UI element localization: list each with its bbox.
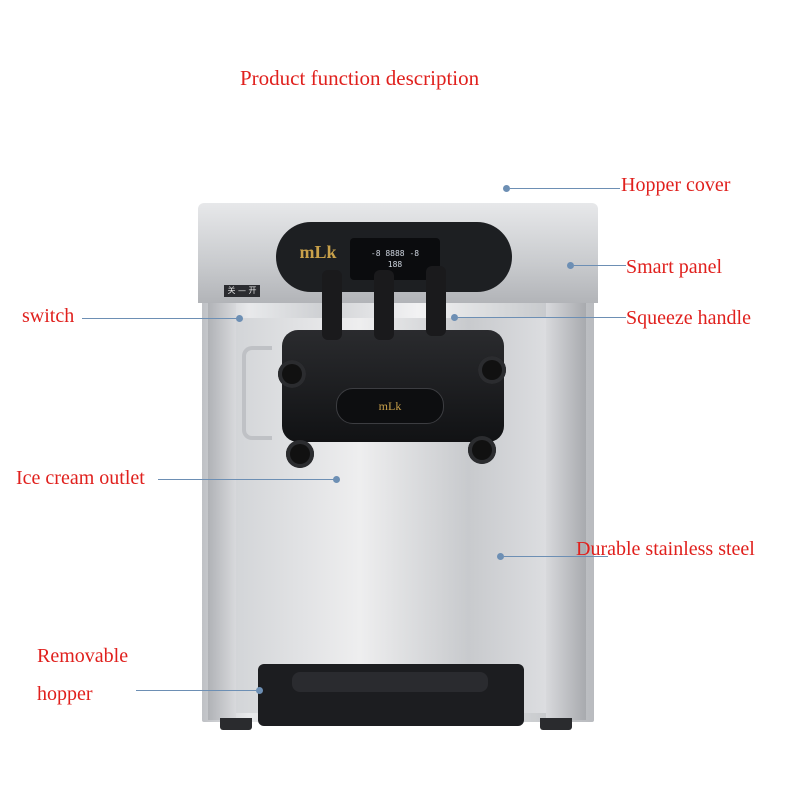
switch-dot (236, 315, 243, 322)
knob-top-right (478, 356, 506, 384)
drip-tray-grate (292, 672, 488, 692)
smart-panel-line (574, 265, 626, 266)
squeeze-handle-line (458, 317, 626, 318)
side-handle (242, 346, 272, 440)
label-hopper-cover: Hopper cover (621, 174, 731, 196)
removable-hopper-dot (256, 687, 263, 694)
lcd-line-1: -8 8888 -8 (370, 249, 420, 258)
foot-right (540, 718, 572, 730)
label-hopper: hopper (37, 683, 93, 705)
lcd-display: -8 8888 -8 188 (350, 238, 440, 280)
page-title: Product function description (240, 66, 480, 90)
panel-brand-logo: mLk (299, 242, 337, 262)
switch-line (82, 318, 238, 319)
ice-cream-outlet-dot (333, 476, 340, 483)
knob-bottom-right (468, 436, 496, 464)
label-switch: switch (22, 305, 75, 327)
dispenser-head (282, 330, 504, 442)
squeeze-handle-dot (451, 314, 458, 321)
knob-bottom-left (286, 440, 314, 468)
squeeze-handle-middle (374, 270, 394, 340)
squeeze-handle-right (426, 266, 446, 336)
right-frame (546, 300, 586, 720)
label-ice-cream-outlet: Ice cream outlet (16, 467, 145, 489)
knob-top-left (278, 360, 306, 388)
removable-hopper-line (136, 690, 258, 691)
power-switch: 关 — 开 (224, 285, 260, 297)
hopper-cover-line (510, 188, 620, 189)
stainless-steel-dot (497, 553, 504, 560)
stainless-steel-line (504, 556, 608, 557)
head-brand-badge: mLk (336, 388, 444, 424)
label-squeeze-handle: Squeeze handle (626, 307, 751, 329)
label-durable-stainless-steel: Durable stainless steel (576, 538, 755, 560)
ice-cream-outlet-line (158, 479, 334, 480)
lcd-line-2: 188 (387, 260, 403, 269)
label-smart-panel: Smart panel (626, 256, 723, 278)
squeeze-handle-left (322, 270, 342, 340)
smart-panel-dot (567, 262, 574, 269)
hopper-cover-dot (503, 185, 510, 192)
foot-left (220, 718, 252, 730)
label-removable: Removable (37, 645, 129, 667)
left-frame (208, 300, 236, 720)
